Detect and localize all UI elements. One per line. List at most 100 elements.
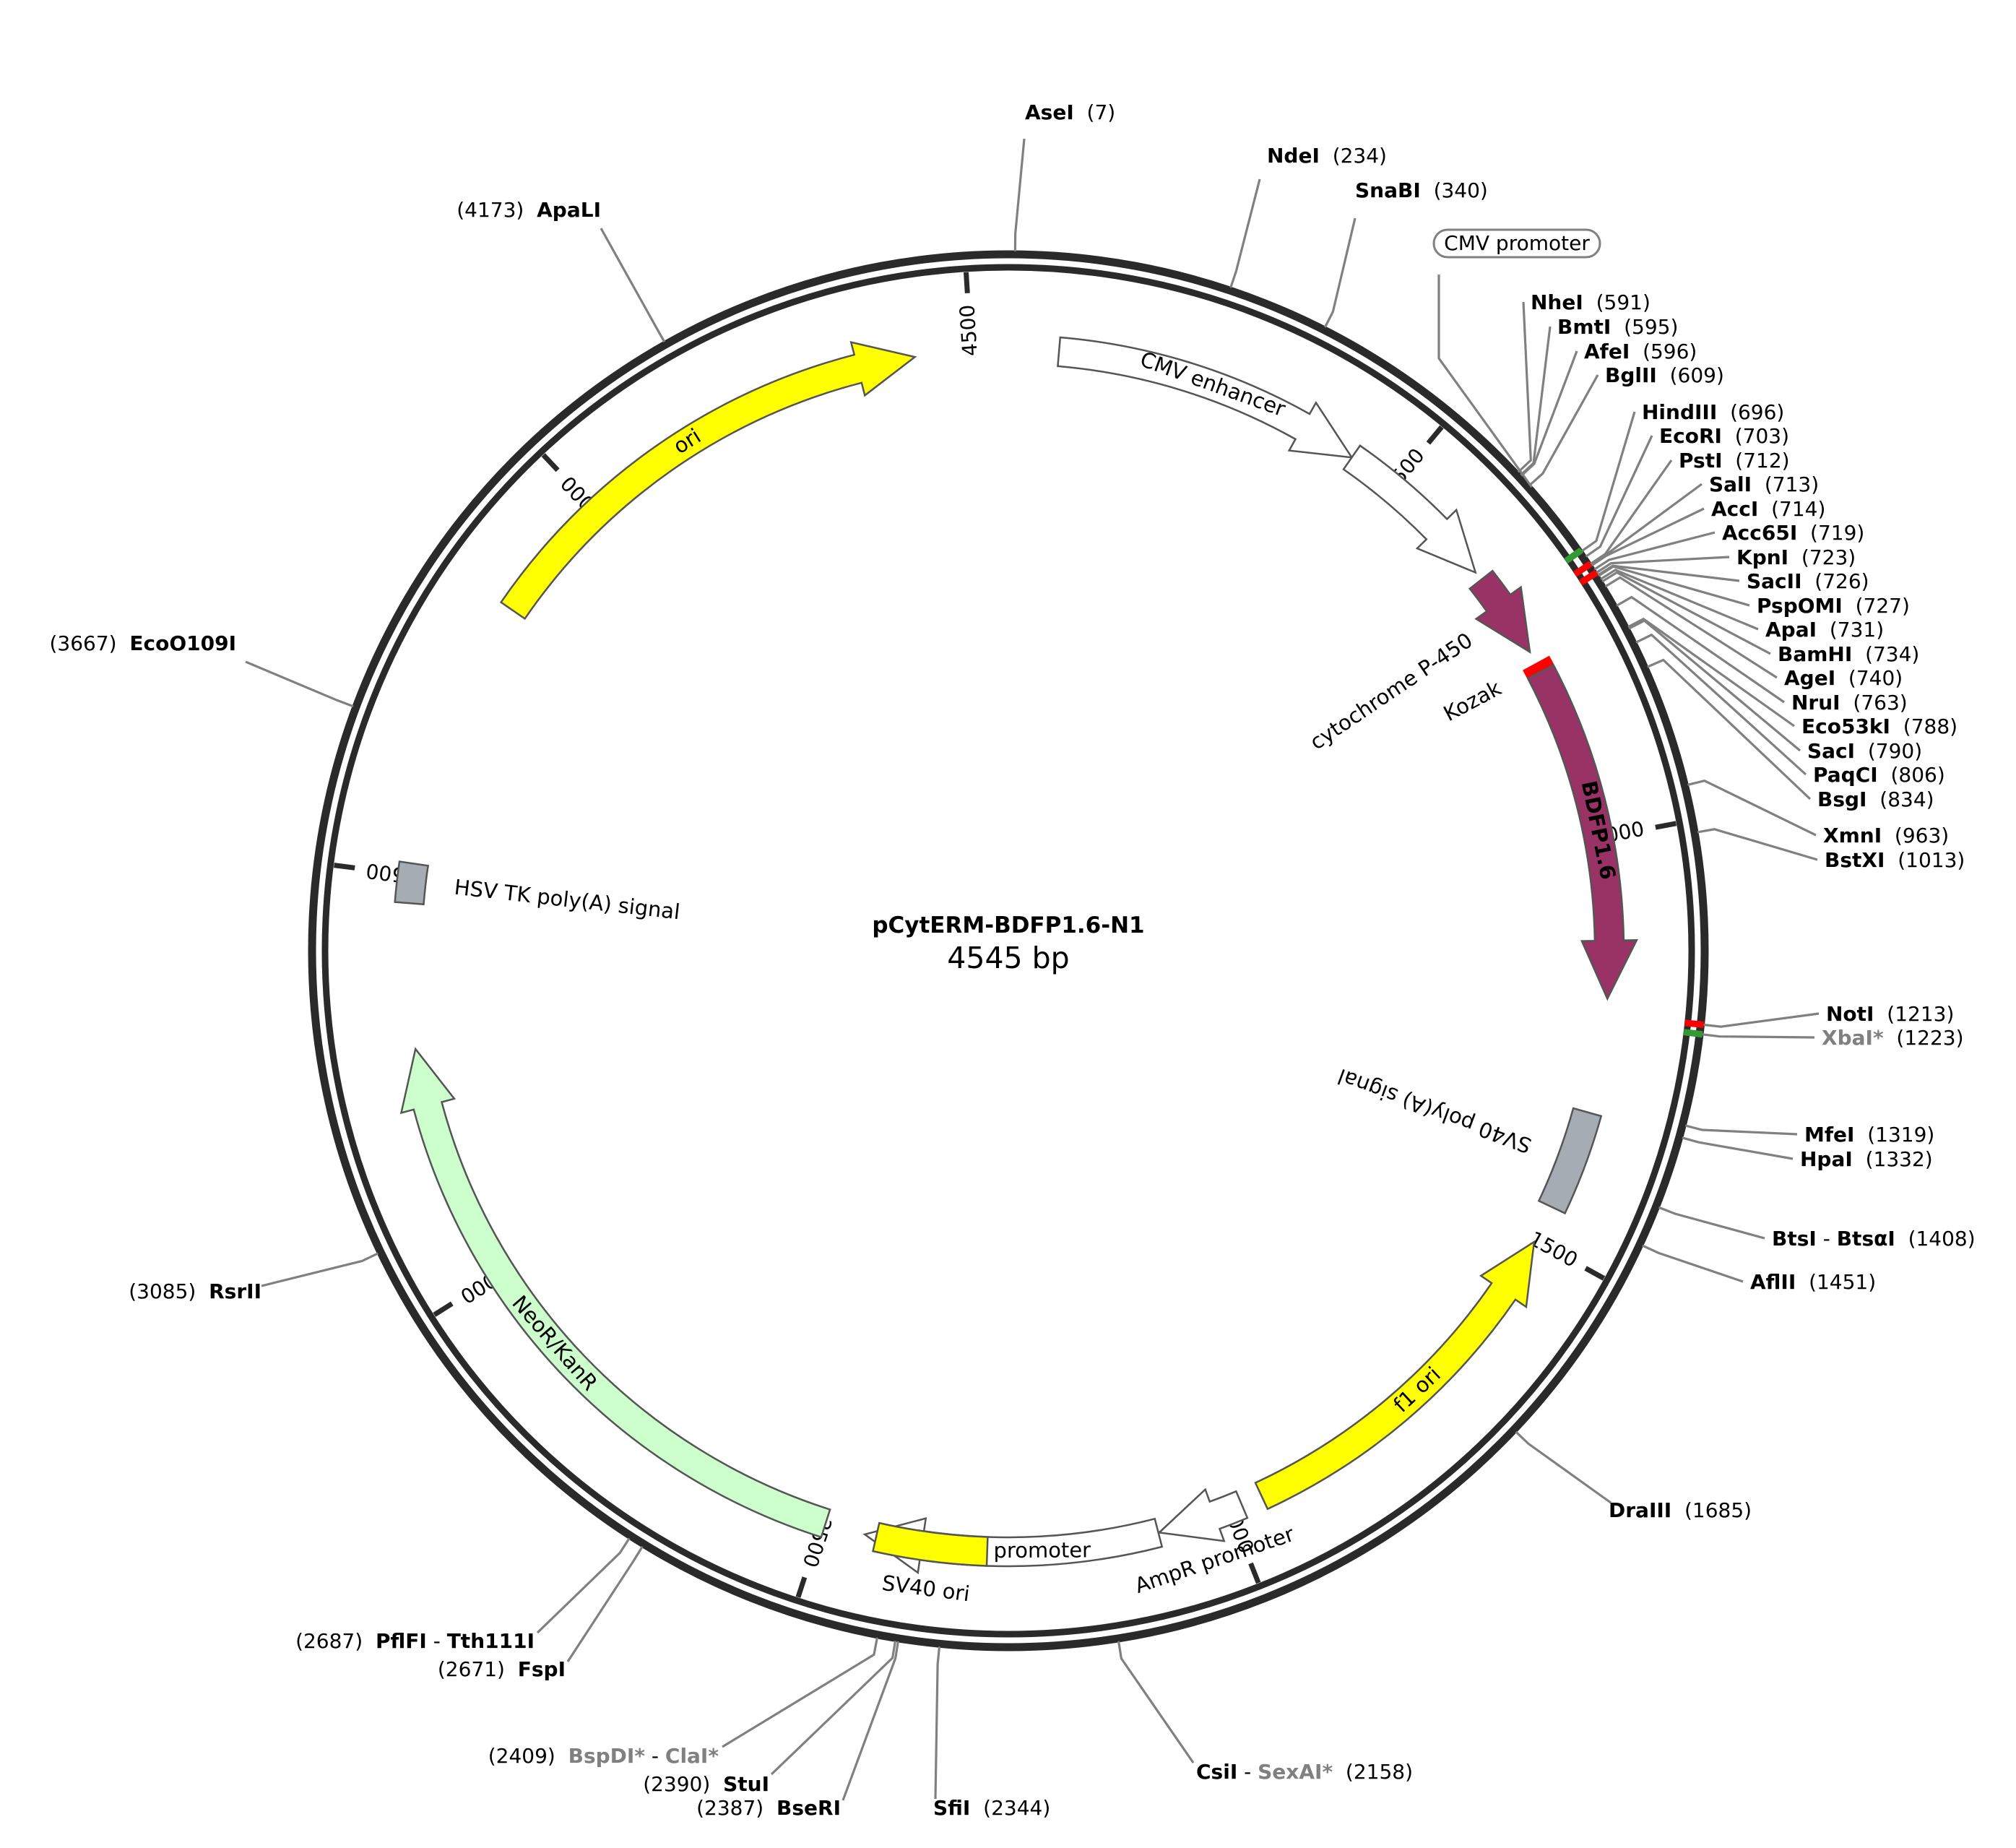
- svg-text:XbaI* (1223): XbaI* (1223): [1822, 1026, 1964, 1050]
- site-label-psti: PstI (712): [1679, 449, 1790, 472]
- site-mark: [1564, 547, 1583, 564]
- site-label-afei: AfeI (596): [1584, 340, 1697, 363]
- svg-text:(3085) RsrII: (3085) RsrII: [129, 1279, 261, 1303]
- site-label-bseri: (2387) BseRI: [696, 1796, 841, 1820]
- site-leader: [1593, 531, 1716, 571]
- site-leader: [1647, 658, 1812, 800]
- svg-text:NdeI (234): NdeI (234): [1267, 144, 1387, 168]
- svg-text:AseI (7): AseI (7): [1025, 100, 1115, 124]
- site-label-apali: (4173) ApaLI: [457, 198, 601, 222]
- feature-neor-kanr: [399, 1047, 831, 1539]
- plasmid-title-block: pCytERM-BDFP1.6-N1 4545 bp: [872, 912, 1144, 975]
- svg-text:NheI (591): NheI (591): [1531, 290, 1651, 314]
- site-leader: [1229, 178, 1261, 288]
- svg-text:(3667) EcoO109I: (3667) EcoO109I: [49, 631, 236, 655]
- site-label-xbai: XbaI* (1223): [1822, 1026, 1964, 1050]
- svg-text:HpaI (1332): HpaI (1332): [1800, 1147, 1933, 1171]
- site-label-noti: NotI (1213): [1826, 1002, 1954, 1026]
- svg-text:EcoRI (703): EcoRI (703): [1659, 424, 1789, 448]
- feature-f1-ori: [1254, 1240, 1536, 1511]
- site-leader: [1520, 350, 1578, 477]
- svg-text:NotI (1213): NotI (1213): [1826, 1002, 1954, 1026]
- feature-bdfp16: [1526, 663, 1638, 1001]
- plasmid-name: pCytERM-BDFP1.6-N1: [872, 912, 1144, 938]
- site-leader: [1013, 138, 1026, 252]
- site-label-apai: ApaI (731): [1765, 618, 1884, 642]
- site-label-ecori: EcoRI (703): [1659, 424, 1789, 448]
- feature-label-neor-kanr: NeoR/KanR: [507, 1291, 602, 1396]
- site-label-hindiii: HindIII (696): [1642, 400, 1784, 424]
- site-leader: [566, 1545, 644, 1662]
- feature-label-sv40-ori: SV40 ori: [881, 1571, 971, 1606]
- restriction-sites: AseI (7)NdeI (234)SnaBI (340)NheI (591)B…: [49, 100, 1975, 1820]
- site-label-bmti: BmtI (595): [1557, 315, 1678, 339]
- site-leader: [1616, 595, 1785, 704]
- site-label-acc65i: Acc65I (719): [1722, 521, 1864, 545]
- svg-text:MfeI (1319): MfeI (1319): [1804, 1123, 1934, 1147]
- feature-label-kozak: Kozak: [1440, 675, 1505, 726]
- site-leader: [1604, 576, 1778, 679]
- site-leader: [1687, 780, 1817, 837]
- site-label-eco53ki: Eco53kI (788): [1801, 714, 1957, 738]
- feature-cmv-enhancer: [1057, 336, 1354, 459]
- svg-text:CsiI - SexAI* (2158): CsiI - SexAI* (2158): [1196, 1760, 1413, 1784]
- plasmid-size: 4545 bp: [947, 941, 1069, 975]
- site-leader: [1600, 569, 1759, 631]
- svg-text:HindIII (696): HindIII (696): [1642, 400, 1784, 424]
- site-leader: [1596, 556, 1730, 574]
- site-label-sacii: SacII (726): [1747, 569, 1869, 593]
- site-label-mfei: MfeI (1319): [1804, 1123, 1934, 1147]
- svg-text:PstI (712): PstI (712): [1679, 449, 1790, 472]
- site-leader: [1658, 1206, 1765, 1240]
- site-leader: [1682, 1136, 1794, 1160]
- site-leader: [1598, 565, 1750, 607]
- site-leader: [1117, 1641, 1195, 1763]
- tick-mark: [1426, 425, 1444, 445]
- svg-text:BsgI (834): BsgI (834): [1817, 787, 1934, 811]
- svg-text:(2671) FspI: (2671) FspI: [438, 1657, 566, 1681]
- svg-text:AflII (1451): AflII (1451): [1750, 1270, 1876, 1294]
- site-leader: [1635, 633, 1807, 776]
- site-mark: [1683, 1029, 1703, 1038]
- svg-text:SnaBI (340): SnaBI (340): [1355, 178, 1488, 202]
- site-leader: [1702, 1033, 1815, 1039]
- site-leader: [1601, 571, 1771, 655]
- site-leader: [1642, 1244, 1744, 1283]
- feature-ori: [499, 341, 917, 621]
- cmv-promoter-leader: [1437, 275, 1533, 488]
- svg-text:ApaI (731): ApaI (731): [1765, 618, 1884, 642]
- svg-text:Acc65I (719): Acc65I (719): [1722, 521, 1864, 545]
- svg-text:Eco53kI (788): Eco53kI (788): [1801, 714, 1957, 738]
- site-label-bamhi: BamHI (734): [1778, 642, 1919, 666]
- site-leader: [1515, 1430, 1611, 1504]
- site-label-ecoo109i: (3667) EcoO109I: [49, 631, 236, 655]
- site-leader: [1628, 619, 1801, 752]
- site-leader: [934, 1646, 941, 1800]
- site-leader: [1627, 617, 1795, 727]
- site-label-ndei: NdeI (234): [1267, 144, 1387, 168]
- svg-text:(2409) BspDI* - ClaI*: (2409) BspDI* - ClaI*: [488, 1744, 719, 1768]
- site-leader: [600, 228, 666, 342]
- feature-label-hsv-tk-polya: HSV TK poly(A) signal: [453, 875, 681, 925]
- feature-label-cytochrome-p450: cytochrome P-450: [1305, 628, 1477, 755]
- site-label-hpai: HpaI (1332): [1800, 1147, 1933, 1171]
- feature-cytochrome-p450: [1468, 569, 1531, 654]
- site-label-sali: SalI (713): [1709, 472, 1819, 496]
- site-leader: [842, 1641, 899, 1801]
- svg-text:BstXI (1013): BstXI (1013): [1825, 848, 1965, 872]
- tick-mark: [1248, 1562, 1261, 1584]
- svg-text:AccI (714): AccI (714): [1711, 497, 1825, 521]
- cmv-promoter-label: CMV promoter: [1444, 231, 1590, 255]
- site-leader: [1590, 459, 1673, 565]
- site-label-kpni: KpnI (723): [1736, 545, 1856, 569]
- site-label-aflii: AflII (1451): [1750, 1270, 1876, 1294]
- site-leader: [722, 1637, 878, 1748]
- tick-mark: [1584, 1266, 1606, 1281]
- svg-text:PaqCI (806): PaqCI (806): [1813, 763, 1945, 787]
- svg-text:PspOMI (727): PspOMI (727): [1757, 594, 1910, 618]
- tick-mark: [795, 1576, 808, 1598]
- site-label-draiii: DraIII (1685): [1609, 1498, 1752, 1522]
- tick-mark: [334, 863, 355, 871]
- svg-text:AgeI (740): AgeI (740): [1784, 666, 1903, 690]
